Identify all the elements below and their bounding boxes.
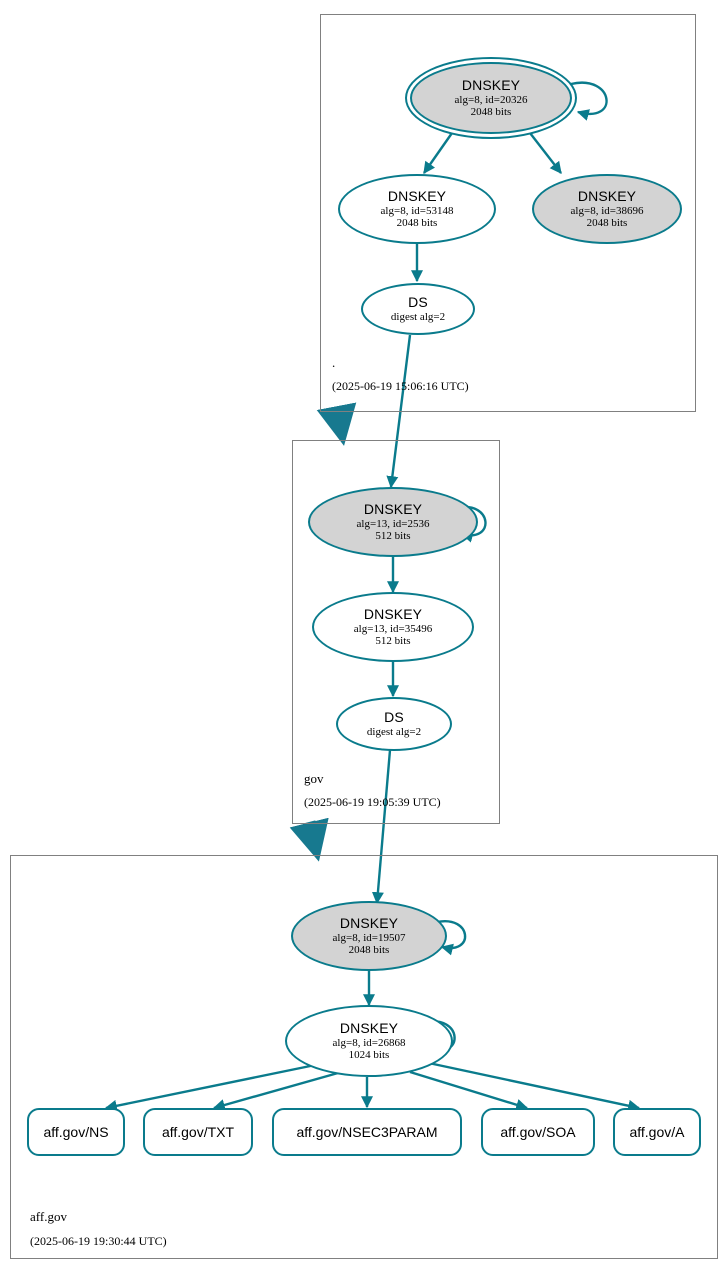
- node-key-info: alg=8, id=53148: [380, 204, 454, 217]
- node-root-ds[interactable]: DS digest alg=2: [361, 283, 475, 335]
- zone-timestamp-affgov: (2025-06-19 19:30:44 UTC): [30, 1234, 167, 1248]
- node-key-size: 512 bits: [375, 529, 411, 542]
- rrset-label: aff.gov/TXT: [161, 1124, 235, 1140]
- rrset-aff-gov-nsec3param[interactable]: aff.gov/NSEC3PARAM: [272, 1108, 462, 1156]
- node-gov-dnskey-zsk[interactable]: DNSKEY alg=13, id=35496 512 bits: [312, 592, 474, 662]
- node-affgov-dnskey-zsk[interactable]: DNSKEY alg=8, id=26868 1024 bits: [285, 1005, 453, 1077]
- rrset-aff-gov-txt[interactable]: aff.gov/TXT: [143, 1108, 253, 1156]
- zone-box-root: [320, 14, 696, 412]
- node-root-dnskey-zsk[interactable]: DNSKEY alg=8, id=53148 2048 bits: [338, 174, 496, 244]
- node-gov-ds[interactable]: DS digest alg=2: [336, 697, 452, 751]
- edge-zone-root-to-gov: [316, 402, 357, 446]
- node-digest-alg: digest alg=2: [390, 310, 446, 323]
- zone-label-gov: gov: [304, 771, 324, 786]
- node-title: DS: [408, 294, 428, 310]
- node-key-size: 2048 bits: [470, 105, 512, 118]
- node-digest-alg: digest alg=2: [366, 725, 422, 738]
- node-root-dnskey-38696[interactable]: DNSKEY alg=8, id=38696 2048 bits: [532, 174, 682, 244]
- node-key-info: alg=13, id=2536: [356, 517, 430, 530]
- rrset-aff-gov-soa[interactable]: aff.gov/SOA: [481, 1108, 595, 1156]
- zone-label-root: .: [332, 355, 336, 370]
- rrset-label: aff.gov/NS: [43, 1124, 109, 1140]
- node-title: DNSKEY: [339, 914, 399, 931]
- node-title: DNSKEY: [577, 187, 637, 204]
- zone-label-affgov: aff.gov: [30, 1209, 67, 1224]
- node-title: DNSKEY: [387, 187, 447, 204]
- node-key-size: 2048 bits: [396, 216, 438, 229]
- rrset-aff-gov-ns[interactable]: aff.gov/NS: [27, 1108, 125, 1156]
- node-key-info: alg=8, id=20326: [454, 93, 528, 106]
- node-title: DNSKEY: [339, 1019, 399, 1036]
- zone-box-affgov: [10, 855, 718, 1259]
- node-key-info: alg=13, id=35496: [353, 622, 433, 635]
- node-title: DNSKEY: [363, 605, 423, 622]
- node-key-info: alg=8, id=26868: [332, 1036, 406, 1049]
- node-key-info: alg=8, id=38696: [570, 204, 644, 217]
- node-affgov-dnskey-ksk[interactable]: DNSKEY alg=8, id=19507 2048 bits: [291, 901, 447, 971]
- node-key-size: 2048 bits: [586, 216, 628, 229]
- zone-timestamp-gov: (2025-06-19 19:05:39 UTC): [304, 795, 441, 809]
- node-key-size: 1024 bits: [348, 1048, 390, 1061]
- node-title: DNSKEY: [363, 500, 423, 517]
- zone-timestamp-root: (2025-06-19 15:06:16 UTC): [332, 379, 469, 393]
- node-title: DNSKEY: [461, 76, 521, 93]
- node-key-size: 2048 bits: [348, 943, 390, 956]
- node-title: DS: [384, 709, 404, 725]
- node-key-info: alg=8, id=19507: [332, 931, 406, 944]
- node-key-size: 512 bits: [375, 634, 411, 647]
- rrset-label: aff.gov/A: [629, 1124, 685, 1140]
- node-root-dnskey-ksk[interactable]: DNSKEY alg=8, id=20326 2048 bits: [410, 62, 572, 134]
- rrset-label: aff.gov/SOA: [500, 1124, 576, 1140]
- edge-zone-gov-to-affgov: [289, 817, 329, 862]
- node-gov-dnskey-ksk[interactable]: DNSKEY alg=13, id=2536 512 bits: [308, 487, 478, 557]
- zone-box-gov: [292, 440, 500, 824]
- rrset-label: aff.gov/NSEC3PARAM: [296, 1124, 438, 1140]
- rrset-aff-gov-a[interactable]: aff.gov/A: [613, 1108, 701, 1156]
